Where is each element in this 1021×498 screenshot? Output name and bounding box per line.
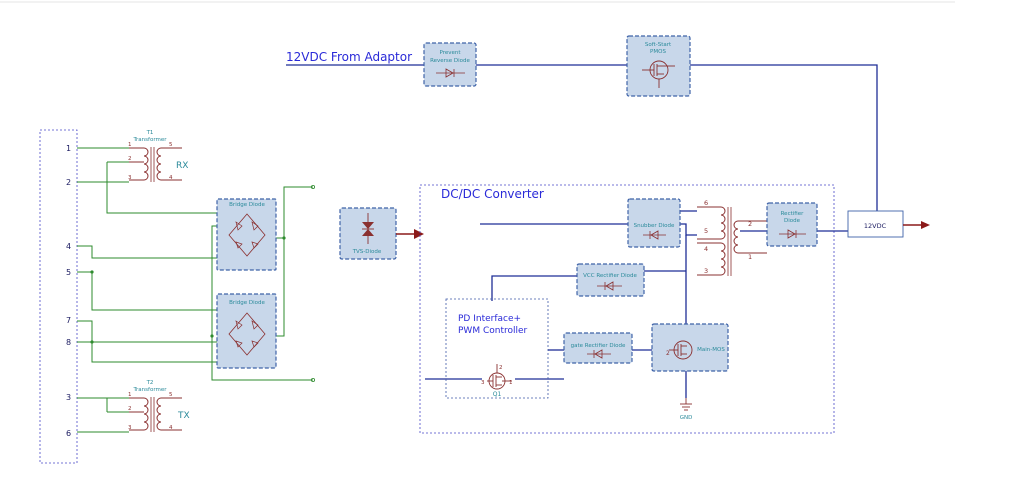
- pin-3-label: 3: [704, 267, 708, 275]
- q1-mosfet[interactable]: 3 1 2 Q1: [481, 364, 513, 398]
- t2-pin-3: 3: [128, 425, 132, 431]
- output-12vdc[interactable]: 12VDC: [847, 210, 904, 238]
- rectifier-label-2: Diode: [784, 218, 801, 224]
- pd-label-1: PD Interface+: [458, 314, 521, 324]
- pin-4-label: 4: [704, 245, 708, 253]
- prevent-reverse-diode[interactable]: Prevent Reverse Diode: [423, 42, 477, 87]
- connector-pin-8: 8: [66, 338, 71, 347]
- t2-type-label: Transformer: [132, 387, 167, 393]
- pin-1-label: 1: [748, 253, 752, 261]
- diode-icon: [779, 229, 806, 239]
- connector-pin-3: 3: [66, 393, 71, 402]
- snubber-bottom-wire: [680, 223, 697, 236]
- snubber-diode[interactable]: Snubber Diode: [627, 198, 681, 248]
- main-mos[interactable]: Main-MOS 2: [651, 323, 729, 372]
- mosfet-icon: [669, 340, 693, 360]
- mosfet-icon: [642, 60, 675, 88]
- soft-start-label-1: Soft-Start: [645, 42, 672, 48]
- t2-pin-4: 4: [169, 425, 173, 431]
- vcc-rectifier-label: VCC Rectifier Diode: [583, 273, 637, 279]
- main-mos-label: Main-MOS: [697, 347, 725, 353]
- snubber-label: Snubber Diode: [634, 223, 675, 229]
- diode-icon: [587, 349, 611, 359]
- tx-label: TX: [177, 411, 190, 421]
- diode-icon: [597, 281, 622, 291]
- gate-rectifier-diode[interactable]: gate Rectifier Diode: [563, 332, 633, 364]
- output-bus: [690, 64, 878, 211]
- tvs-diode[interactable]: TVS-Diode: [339, 207, 397, 260]
- vcc-feed-wire: [491, 275, 577, 301]
- diode-icon: [643, 230, 666, 240]
- dcdc-converter-box: [419, 184, 835, 434]
- connector-pins: 1 2 4 5 7 8 3 6: [66, 144, 71, 438]
- soft-start-pmos[interactable]: Soft-Start PMOS: [626, 35, 691, 97]
- t1-type-label: Transformer: [132, 137, 167, 143]
- t2-transformer: T2 Transformer 1 2 3 5 4 TX: [128, 380, 190, 432]
- pin-2-label: 2: [748, 220, 752, 228]
- t2-label: T2: [146, 380, 154, 386]
- t1-transformer: T1 Transformer 1 2 3 5 4 RX: [128, 130, 188, 182]
- tvs-icon: [362, 213, 374, 244]
- prevent-reverse-label-1: Prevent: [439, 50, 461, 56]
- q1-pin-3: 3: [481, 380, 485, 386]
- output-arrow-icon: [921, 221, 930, 229]
- bridge2-label: Bridge Diode: [229, 300, 265, 306]
- bridge-rectifier-icon: [228, 312, 266, 356]
- t1-pin-5: 5: [169, 142, 173, 148]
- bridge-diode-2[interactable]: Bridge Diode: [216, 293, 277, 369]
- gnd-label: GND: [680, 415, 693, 421]
- rj45-connector: [39, 129, 78, 464]
- main-mos-pin-2: 2: [666, 350, 670, 357]
- connector-pin-4: 4: [66, 242, 71, 251]
- diode-icon: [436, 68, 465, 78]
- tvs-label: TVS-Diode: [352, 249, 382, 255]
- pin-6-label: 6: [704, 199, 708, 207]
- pd-pwm-controller[interactable]: PD Interface+ PWM Controller: [445, 298, 549, 399]
- t2-pin-1: 1: [128, 392, 132, 398]
- gnd-icon: [680, 398, 692, 411]
- bridge-diode-1[interactable]: Bridge Diode: [216, 198, 277, 271]
- q1-label: Q1: [493, 391, 502, 398]
- connector-pin-7: 7: [66, 316, 71, 325]
- q1-pin-2: 2: [499, 365, 503, 371]
- pin-5-label: 5: [704, 227, 708, 235]
- rectifier-diode[interactable]: Rectifier Diode: [766, 202, 818, 247]
- prevent-reverse-label-2: Reverse Diode: [430, 58, 470, 64]
- signal-wiring: [77, 147, 315, 433]
- output-label: 12VDC: [864, 222, 887, 230]
- t1-pin-4: 4: [169, 175, 173, 181]
- t1-pin-2: 2: [128, 156, 132, 162]
- t2-pin-5: 5: [169, 392, 173, 398]
- tvs-arrow-icon: [414, 229, 424, 239]
- dcdc-title: DC/DC Converter: [441, 187, 544, 201]
- t1-pin-3: 3: [128, 175, 132, 181]
- rx-label: RX: [176, 161, 188, 171]
- bridge1-label: Bridge Diode: [229, 202, 265, 208]
- connector-pin-5: 5: [66, 268, 71, 277]
- soft-start-label-2: PMOS: [650, 49, 666, 55]
- pd-label-2: PWM Controller: [458, 326, 528, 336]
- vcc-rectifier-diode[interactable]: VCC Rectifier Diode: [576, 263, 645, 297]
- t1-label: T1: [146, 130, 154, 136]
- connector-pin-2: 2: [66, 178, 71, 187]
- t1-pin-1: 1: [128, 142, 132, 148]
- q1-pin-1: 1: [509, 380, 513, 386]
- connector-pin-6: 6: [66, 429, 71, 438]
- rectifier-label-1: Rectifier: [781, 211, 805, 217]
- bridge-rectifier-icon: [228, 213, 266, 257]
- connector-pin-1: 1: [66, 144, 71, 153]
- adaptor-label: 12VDC From Adaptor: [286, 50, 412, 64]
- gate-rectifier-label: gate Rectifier Diode: [571, 343, 626, 349]
- t2-pin-2: 2: [128, 406, 132, 412]
- main-transformer: 6 5 4 3 2 1: [697, 199, 767, 276]
